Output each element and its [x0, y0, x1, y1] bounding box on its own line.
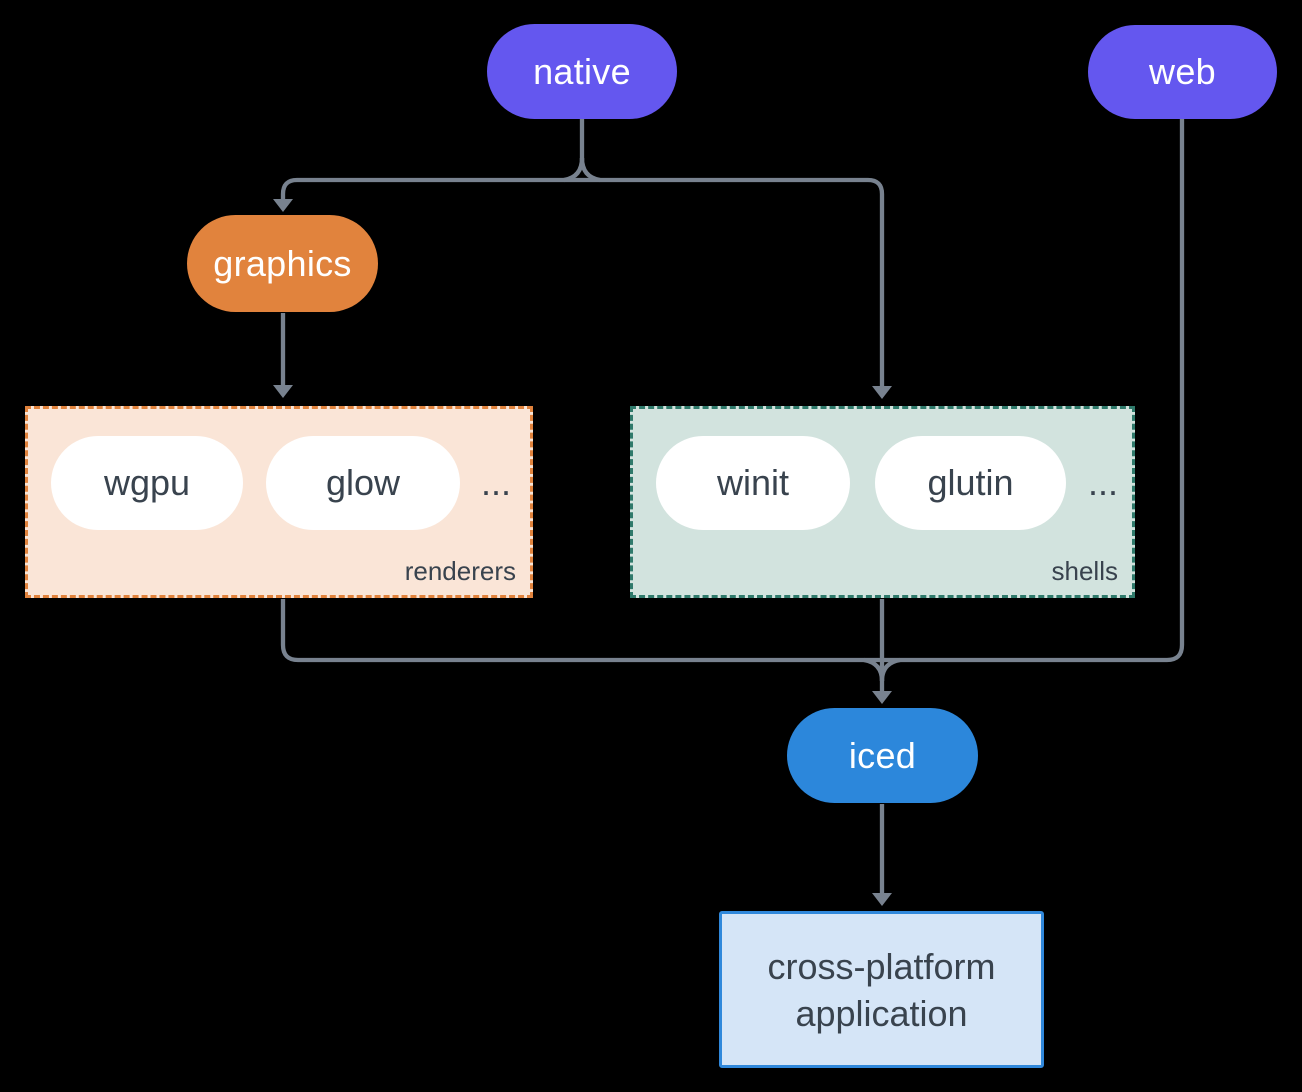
app-label-line-2: application	[795, 992, 968, 1034]
node-native-label: native	[533, 50, 631, 92]
renderers-group-label: renderers	[404, 556, 516, 586]
pill-glow: glow	[266, 436, 460, 530]
node-web: web	[1088, 25, 1277, 119]
arrowhead-to-shells	[872, 386, 892, 399]
node-web-label: web	[1149, 51, 1216, 92]
pill-wgpu-label: wgpu	[103, 462, 191, 503]
edge-native-fork-fillet-left	[563, 157, 585, 183]
group-shells: winit glutin ... shells	[630, 406, 1135, 598]
pill-glutin-label: glutin	[927, 462, 1014, 503]
edge-merge-fillet-left	[863, 657, 885, 682]
arrowhead-to-renderers	[273, 385, 293, 398]
arrowhead-to-application	[872, 893, 892, 906]
app-label-line-1: cross-platform	[767, 945, 996, 987]
pill-glow-label: glow	[325, 462, 401, 503]
node-native: native	[487, 24, 677, 119]
group-renderers: wgpu glow ... renderers	[25, 406, 533, 598]
renderers-ellipsis: ...	[480, 462, 511, 503]
pill-wgpu: wgpu	[51, 436, 243, 530]
node-iced-label: iced	[848, 734, 917, 776]
edge-renderers-web-merge-rail	[280, 118, 1185, 663]
node-iced: iced	[787, 708, 978, 803]
pill-winit: winit	[656, 436, 850, 530]
shells-ellipsis: ...	[1087, 462, 1118, 503]
edge-merge-fillet-right	[879, 657, 901, 682]
pill-glutin: glutin	[875, 436, 1066, 530]
arrowhead-to-graphics	[273, 199, 293, 212]
node-cross-platform-application: cross-platform application	[719, 911, 1044, 1068]
pill-winit-label: winit	[716, 462, 790, 503]
arrowhead-to-iced	[872, 691, 892, 704]
edge-native-to-graphics-and-shells	[280, 177, 885, 386]
shells-group-label: shells	[1051, 556, 1118, 586]
node-graphics: graphics	[187, 215, 378, 312]
node-graphics-label: graphics	[213, 242, 352, 284]
edge-native-fork-fillet-right	[579, 157, 601, 183]
